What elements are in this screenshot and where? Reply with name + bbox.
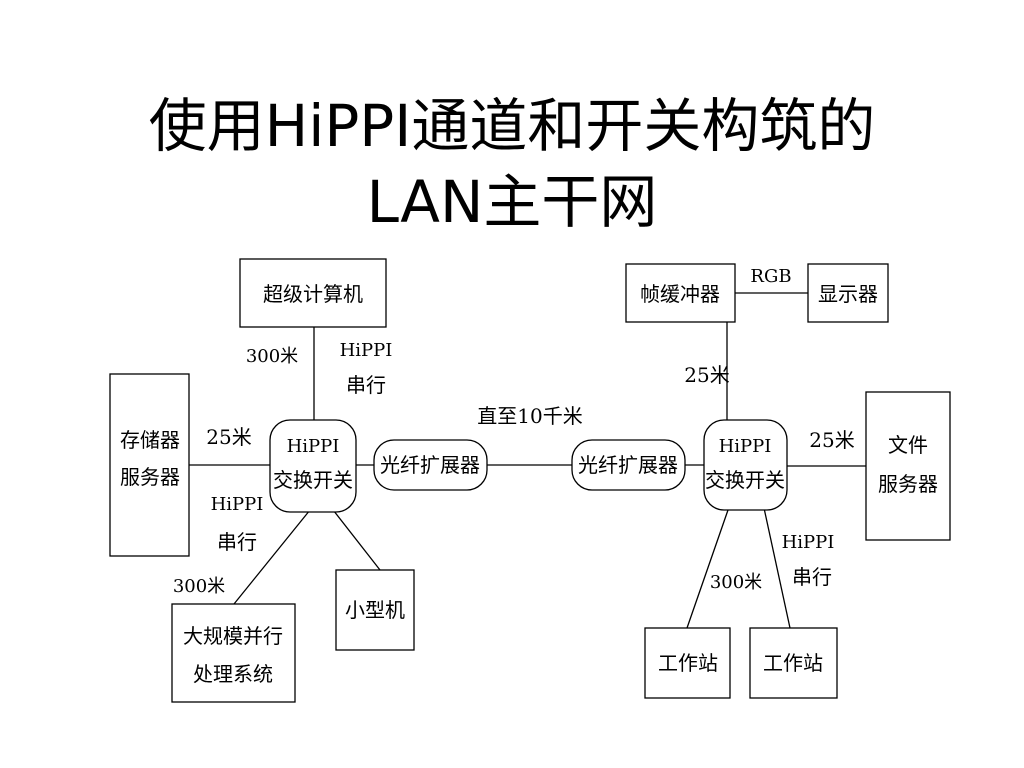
label-workstation-link-1: HiPPI [782,532,835,553]
node-workstation-2: 工作站 [749,627,838,699]
fiber-extender-left-label: 光纤扩展器 [380,453,480,477]
display-label: 显示器 [818,282,878,306]
node-file-server: 文件 服务器 [865,391,951,541]
node-fiber-extender-left: 光纤扩展器 [373,439,488,491]
frame-buffer-label: 帧缓冲器 [640,282,720,306]
node-storage-server: 存储器 服务器 [109,373,190,557]
file-server-label-1: 文件 [888,433,928,457]
node-workstation-1: 工作站 [644,627,731,699]
connections [189,292,866,629]
label-super-distance: 300米 [246,346,298,367]
file-server-label-2: 服务器 [878,472,938,496]
label-fileserver-distance: 25米 [809,428,854,452]
supercomputer-label: 超级计算机 [263,282,363,306]
mpp-system-label-2: 处理系统 [193,662,273,686]
switch-right-label-1: HiPPI [719,436,772,457]
node-fiber-extender-right: 光纤扩展器 [571,439,686,491]
wire-switch-workstation-1 [686,509,729,629]
fiber-extender-right-label: 光纤扩展器 [578,453,678,477]
label-super-link-2: 串行 [346,373,386,397]
label-mpp-link-2: 串行 [217,530,257,554]
label-storage-distance: 25米 [206,425,251,449]
wire-switch-mpp [233,509,311,605]
label-framebuffer-distance: 25米 [684,363,729,387]
label-mpp-link-1: HiPPI [211,494,264,515]
storage-server-label-2: 服务器 [120,465,180,489]
workstation-1-label: 工作站 [658,651,718,675]
workstation-2-label: 工作站 [763,651,823,675]
switch-left-label-2: 交换开关 [273,468,353,492]
wire-switch-minicomputer [329,505,381,571]
label-workstation-distance: 300米 [710,572,762,593]
label-workstation-link-2: 串行 [792,565,832,589]
link-labels: 300米 HiPPI 串行 25米 HiPPI 串行 300米 直至10千米 R… [173,266,855,597]
node-display: 显示器 [807,263,889,323]
label-backbone-distance: 直至10千米 [477,404,582,428]
storage-server-label-1: 存储器 [120,428,180,452]
minicomputer-label: 小型机 [345,598,405,622]
node-switch-right: HiPPI 交换开关 [703,419,788,511]
node-supercomputer: 超级计算机 [239,258,387,328]
node-minicomputer: 小型机 [335,569,415,651]
label-mpp-distance: 300米 [173,576,225,597]
label-rgb: RGB [750,266,791,287]
label-super-link-1: HiPPI [340,340,393,361]
node-switch-left: HiPPI 交换开关 [269,419,357,513]
switch-left-label-1: HiPPI [287,436,340,457]
switch-right-label-2: 交换开关 [705,468,785,492]
node-mpp-system: 大规模并行 处理系统 [171,603,296,703]
title-line-1: 使用HiPPI通道和开关构筑的 [148,92,876,160]
title-line-2: LAN主干网 [366,168,658,236]
node-frame-buffer: 帧缓冲器 [625,263,736,323]
mpp-system-label-1: 大规模并行 [183,624,283,648]
wire-switch-workstation-2 [763,507,791,629]
